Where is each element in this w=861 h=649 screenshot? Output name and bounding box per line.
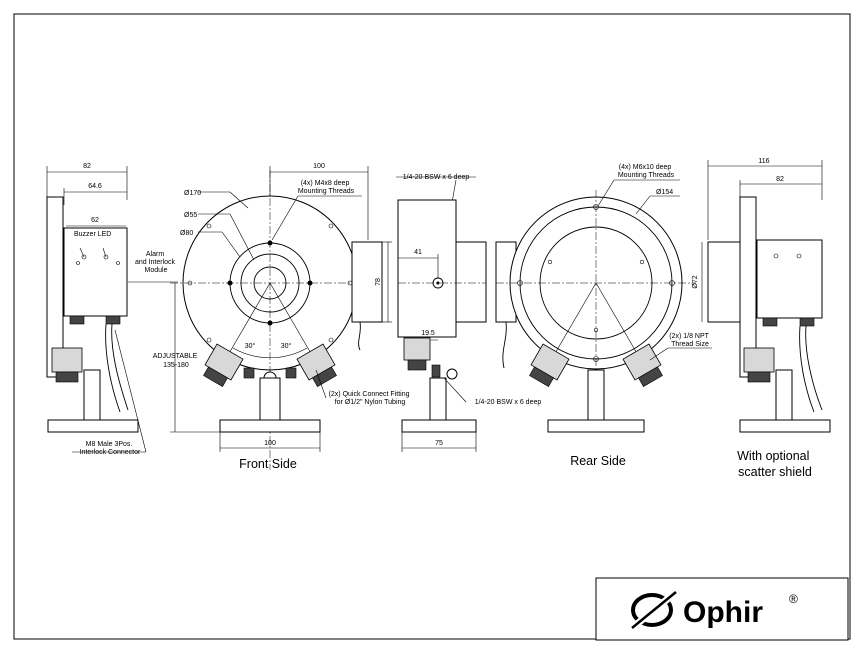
adjustable-height-dim: ADJUSTABLE 135-180: [153, 353, 200, 369]
rear-view: (4x) M6x10 deep Mounting Threads Ø154 (2…: [495, 164, 712, 468]
caption-front-side: Front Side: [239, 457, 297, 471]
center-side-view: 1/4-20 BSW x 6 deep 41 19.5 1/4-20 BSW x…: [396, 174, 541, 452]
left-side-view: 82 64.6 62 Buzzer LED Alar: [46, 163, 178, 456]
drawing-frame: [13, 13, 851, 640]
ophir-logo-box: Ophir ®: [595, 577, 849, 641]
dim-116: 116: [758, 158, 769, 165]
bsw-top-note: 1/4-20 BSW x 6 deep: [403, 174, 470, 181]
angle-30-right: 30°: [281, 342, 292, 350]
side-plate: [46, 196, 64, 378]
scatter-shield-tube: [707, 241, 741, 323]
dim-75: 75: [435, 440, 443, 447]
dim-19-5: 19.5: [421, 330, 435, 337]
dim-82: 82: [83, 163, 91, 170]
registered-mark: ®: [789, 592, 798, 606]
dim-100-bottom: 100: [264, 440, 276, 447]
quick-connect-note: (2x) Quick Connect Fitting for Ø1/2" Nyl…: [329, 391, 412, 406]
dim-diameter-72: Ø72: [692, 275, 699, 288]
bsw-bottom-note: 1/4-20 BSW x 6 deep: [475, 399, 542, 406]
front-view: 100 30° 30° Ø170 Ø55 Ø8: [153, 163, 412, 471]
caption-rear-side: Rear Side: [570, 454, 626, 468]
dim-diameter-55: Ø55: [184, 212, 197, 219]
alarm-module-box: [63, 227, 128, 317]
m4-mounting-note: (4x) M4x8 deep Mounting Threads: [298, 180, 355, 195]
alarm-module-label: Alarm and Interlock Module: [135, 251, 177, 274]
dim-diameter-154: Ø154: [656, 189, 673, 196]
dim-diameter-170: Ø170: [184, 190, 201, 197]
m6-mounting-note: (4x) M6x10 deep Mounting Threads: [618, 164, 675, 179]
dim-diameter-80: Ø80: [180, 230, 193, 237]
side-body: [397, 199, 457, 338]
ophir-logo-text: Ophir: [683, 596, 763, 629]
ophir-swoosh-icon: [629, 589, 679, 631]
angle-30-left: 30°: [245, 342, 256, 350]
dim-64-6: 64.6: [88, 183, 102, 190]
npt-thread-note: (2x) 1/8 NPT Thread Size: [669, 333, 711, 348]
caption-scatter-shield: With optional scatter shield: [737, 449, 813, 479]
dim-41: 41: [414, 249, 422, 256]
dim-82-shield: 82: [776, 176, 784, 183]
dim-62: 62: [91, 217, 99, 224]
dim-100-top: 100: [313, 163, 325, 170]
buzzer-led-label: Buzzer LED: [74, 231, 111, 238]
dim-78: 78: [375, 278, 382, 286]
scatter-shield-view: 116 82 Ø72 With optional scatter shield: [692, 158, 831, 479]
m8-connector-label: M8 Male 3Pos. Interlock Connector: [80, 441, 141, 456]
